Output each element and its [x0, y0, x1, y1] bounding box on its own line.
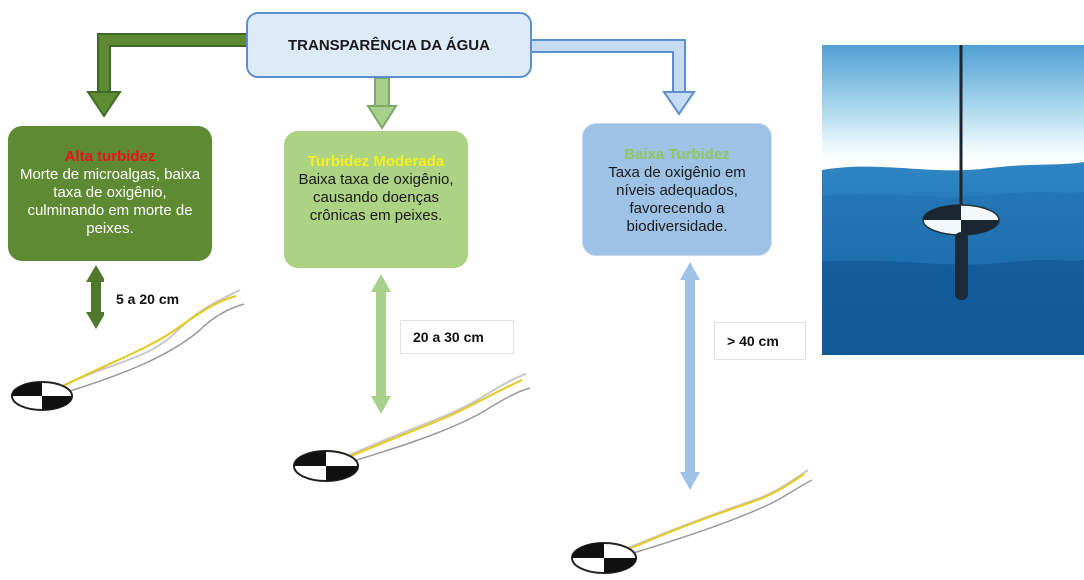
depth-label-low: > 40 cm — [714, 322, 806, 360]
depth-arrow-moderate — [371, 274, 391, 414]
depth-arrow-high — [86, 265, 106, 329]
card-heading: Turbidez Moderada — [307, 153, 445, 170]
secchi-disk-1 — [11, 289, 245, 411]
depth-label-moderate: 20 a 30 cm — [400, 320, 514, 354]
depth-arrow-low — [680, 262, 700, 490]
card-text: Morte de microalgas, baixa taxa de oxigê… — [19, 166, 201, 237]
card-text: Taxa de oxigênio em níveis adequados, fa… — [608, 164, 746, 235]
card-low-turbidity: Baixa Turbidez Taxa de oxigênio em nívei… — [582, 123, 772, 256]
underwater-secchi-illustration — [822, 45, 1084, 355]
secchi-disk-2 — [293, 373, 531, 482]
card-heading: Alta turbidez — [64, 148, 156, 165]
arrow-to-high-turbidity — [86, 33, 246, 118]
depth-label-high: 5 a 20 cm — [104, 278, 188, 320]
secchi-disk-3 — [571, 469, 813, 574]
card-high-turbidity: Alta turbidez Morte de microalgas, baixa… — [8, 126, 212, 261]
arrow-to-low-turbidity — [532, 39, 696, 116]
diagram-title: TRANSPARÊNCIA DA ÁGUA — [246, 12, 532, 78]
card-heading: Baixa Turbidez — [624, 146, 730, 163]
card-text: Baixa taxa de oxigênio, causando doenças… — [298, 171, 454, 224]
card-moderate-turbidity: Turbidez Moderada Baixa taxa de oxigênio… — [284, 131, 468, 268]
arrow-to-moderate-turbidity — [366, 77, 398, 130]
